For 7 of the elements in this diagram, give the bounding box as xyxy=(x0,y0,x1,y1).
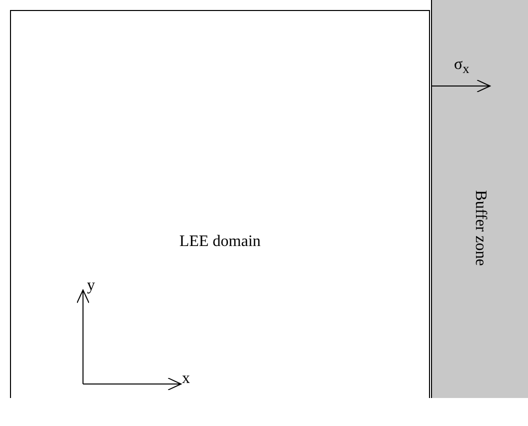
domain-region xyxy=(10,10,430,398)
buffer-zone-band xyxy=(431,0,528,398)
region-label: Buffer zone xyxy=(471,190,489,266)
region-label: LEE domain xyxy=(179,233,261,251)
stress-symbol: σ$_{x}$ xyxy=(454,56,470,78)
axis-label: y xyxy=(87,277,95,295)
axis-label: x xyxy=(182,370,190,388)
